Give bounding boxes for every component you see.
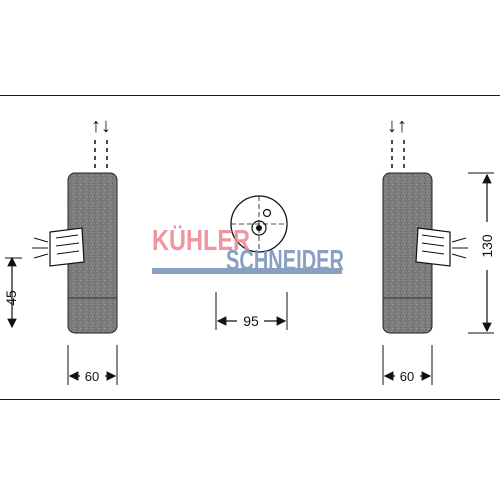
left-height-label: 45 [3,290,19,306]
watermark-line1: KÜHLER [152,224,250,257]
svg-text:↓↑: ↓↑ [387,115,407,137]
right-height-label: 130 [479,234,495,258]
center-diameter-label: 95 [243,313,259,329]
port-small [262,208,272,218]
right-dryer-view: ↓↑ 130 60 [382,115,495,385]
right-width-dimension: 60 [382,345,433,385]
left-width-dimension: 60 [67,345,118,385]
left-width-label: 60 [85,369,99,384]
left-bracket [32,227,85,267]
left-height-dimension: 45 [3,256,22,329]
svg-text:↑↓: ↑↓ [91,115,111,137]
right-flow-arrows: ↓↑ [387,115,407,172]
left-flow-arrows: ↑↓ [91,115,111,172]
center-top-view: 95 [215,195,288,330]
center-diameter-dimension: 95 [215,292,288,330]
left-dryer-view: ↑↓ 45 60 [3,115,118,385]
drawing-frame [0,95,500,400]
right-height-dimension: 130 [468,172,495,334]
right-width-label: 60 [400,369,414,384]
watermark-line2: SCHNEIDER [226,245,344,277]
kuehler-schneider-watermark: KÜHLER SCHNEIDER [152,224,344,277]
right-bracket [415,227,468,267]
